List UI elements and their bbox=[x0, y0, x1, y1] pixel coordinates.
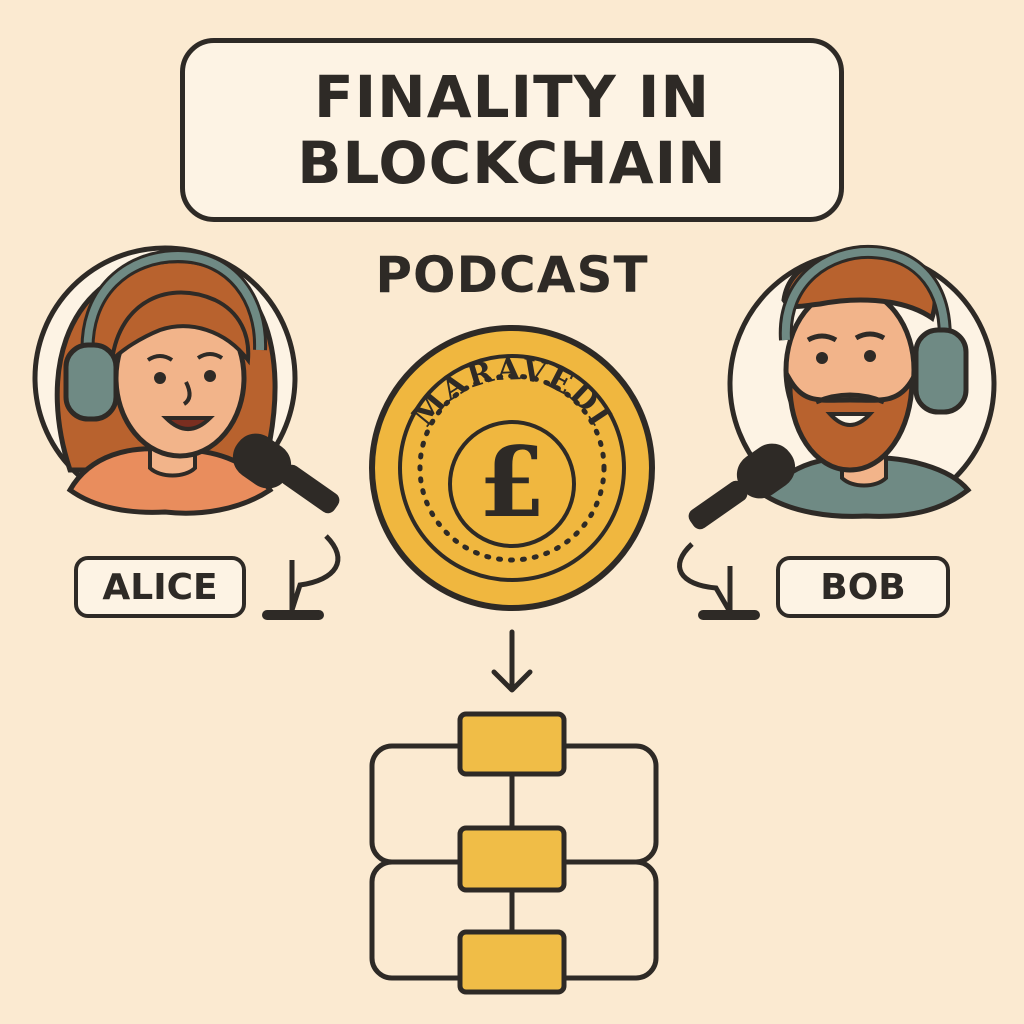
page-title: FINALITY IN BLOCKCHAIN bbox=[212, 64, 812, 196]
alice-microphone-icon bbox=[232, 433, 341, 620]
bob-headphones-icon bbox=[778, 244, 969, 415]
block-1 bbox=[457, 711, 567, 777]
title-box: FINALITY IN BLOCKCHAIN bbox=[180, 38, 844, 222]
bob-portrait bbox=[677, 244, 997, 620]
host-name-alice: ALICE bbox=[74, 556, 246, 618]
blockchain-diagram bbox=[369, 711, 659, 995]
title-line-1: FINALITY IN bbox=[313, 63, 711, 131]
pound-symbol: £ bbox=[479, 426, 546, 539]
host-name-bob: BOB bbox=[776, 556, 950, 618]
block-3 bbox=[457, 929, 567, 995]
maravedi-coin: MARAVEDI £ bbox=[369, 325, 655, 611]
block-2 bbox=[457, 825, 567, 893]
title-line-2: BLOCKCHAIN bbox=[297, 129, 727, 197]
alice-headphones-icon bbox=[63, 248, 268, 422]
podcast-subtitle: PODCAST bbox=[375, 246, 649, 304]
alice-portrait bbox=[32, 245, 341, 620]
bob-microphone-icon bbox=[677, 443, 796, 620]
arrow-down-icon bbox=[491, 629, 533, 693]
